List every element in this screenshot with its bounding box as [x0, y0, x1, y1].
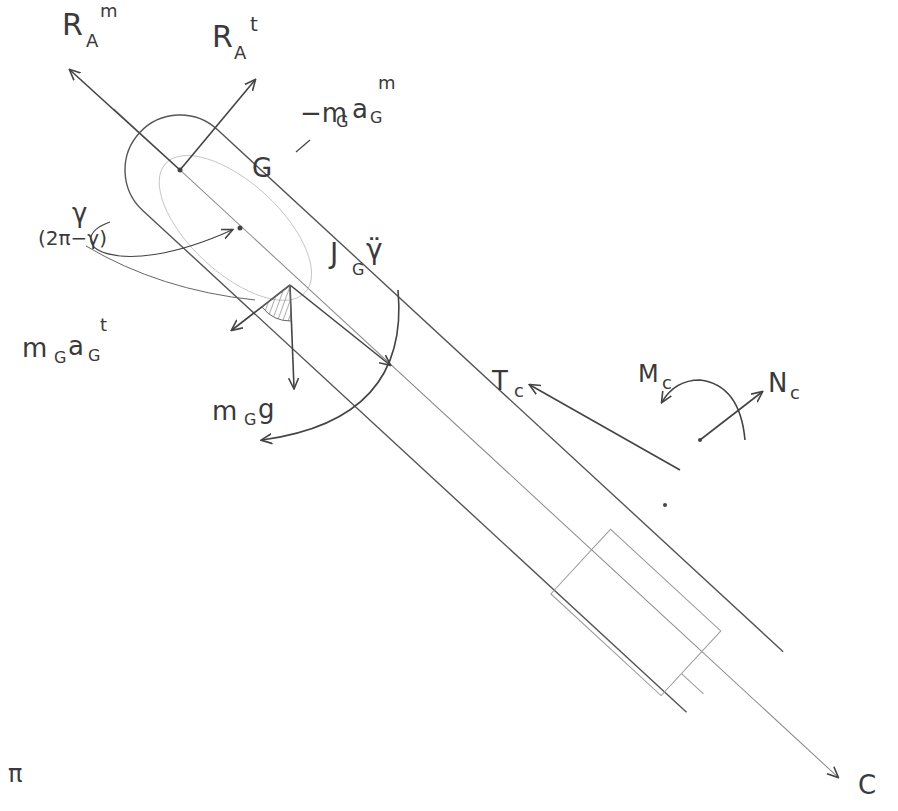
inertia-label: m: [22, 335, 47, 361]
moment-label: J: [330, 240, 338, 268]
subscript: G: [370, 110, 382, 126]
weight-label: g: [258, 396, 275, 422]
fragment-label: π: [8, 762, 22, 786]
subscript: c: [662, 374, 672, 392]
angle-shading: [262, 285, 291, 321]
superscript: t: [100, 316, 107, 334]
subscript: G: [336, 114, 348, 130]
subscript: G: [88, 348, 100, 364]
force-arrows: [70, 70, 762, 470]
subscript: G: [244, 412, 256, 428]
angle-label: (2π−γ): [38, 228, 107, 248]
point-label: C: [858, 772, 876, 798]
angle-label: γ: [72, 200, 87, 226]
superscript: m: [100, 2, 118, 20]
point-label: G: [252, 155, 272, 181]
subscript: A: [86, 32, 98, 50]
force-label: R: [62, 10, 83, 40]
inertia-label: a: [352, 96, 368, 122]
force-label: R: [212, 22, 233, 52]
points: [178, 168, 703, 508]
angle-accel: γ̈: [366, 236, 383, 264]
subscript: G: [352, 262, 364, 278]
inertia-label: a: [68, 333, 84, 359]
subscript: G: [54, 350, 66, 366]
moment-label: M: [638, 362, 659, 386]
force-label: N: [768, 370, 787, 396]
subscript: c: [514, 382, 524, 400]
link-bar: [73, 69, 875, 811]
superscript: m: [378, 74, 396, 92]
superscript: t: [250, 14, 258, 34]
subscript: c: [790, 384, 800, 402]
force-label: T: [492, 368, 508, 394]
weight-label: m: [212, 398, 237, 424]
subscript: A: [234, 44, 246, 62]
